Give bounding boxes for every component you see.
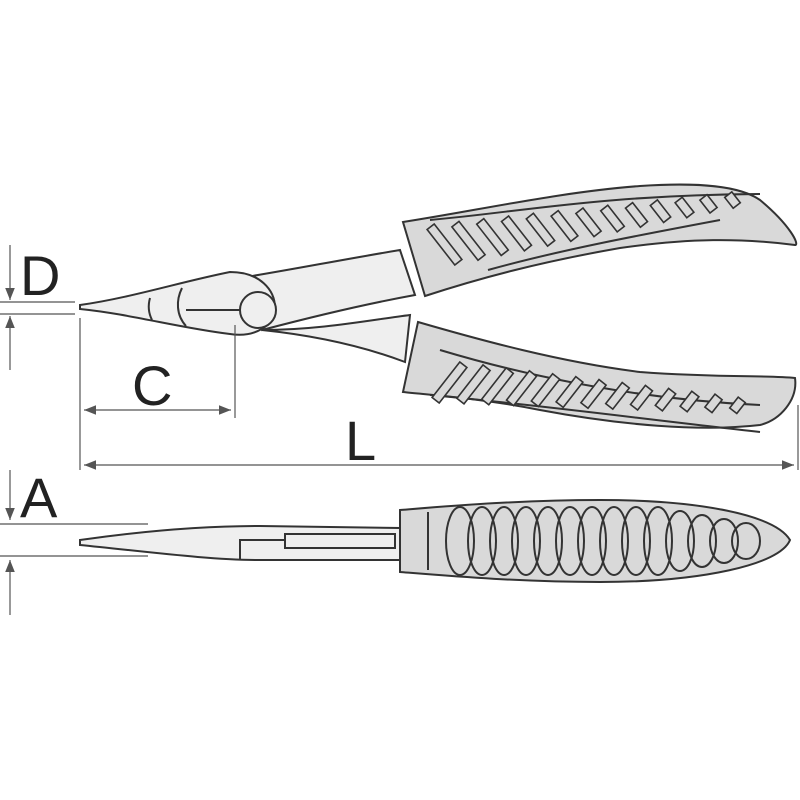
grip-rib bbox=[624, 201, 649, 229]
grip-rib bbox=[574, 206, 603, 238]
grip-rib bbox=[654, 387, 677, 413]
grip-rib bbox=[525, 212, 556, 248]
grip-rib bbox=[455, 363, 492, 405]
grip-rib bbox=[500, 214, 533, 252]
grip-ridge bbox=[709, 518, 739, 564]
grip-rib bbox=[450, 220, 487, 262]
grip-ridge bbox=[577, 506, 607, 576]
grip-rib bbox=[475, 217, 510, 257]
grip-rib bbox=[604, 381, 631, 411]
grip-rib bbox=[703, 393, 724, 414]
grip-rib bbox=[425, 222, 464, 267]
grip-ridge bbox=[687, 514, 717, 568]
grip-ridge bbox=[555, 506, 585, 576]
dimension-lines bbox=[0, 245, 799, 615]
grip-rib bbox=[430, 360, 469, 405]
lower-arm bbox=[261, 313, 412, 364]
grip-ridge bbox=[511, 506, 541, 576]
grip-ridge bbox=[445, 506, 475, 576]
grip-ridge bbox=[533, 506, 563, 576]
label-l: L bbox=[345, 409, 376, 472]
grip-rib bbox=[673, 196, 696, 219]
grip-rib bbox=[579, 378, 608, 410]
grip-ridge bbox=[731, 522, 761, 560]
grip-rib bbox=[549, 209, 580, 243]
spring bbox=[284, 533, 396, 549]
grip-rib bbox=[505, 369, 538, 407]
pivot-rivet bbox=[239, 291, 277, 329]
label-a: A bbox=[20, 466, 58, 529]
grip-rib bbox=[480, 366, 515, 406]
label-c: C bbox=[132, 354, 172, 417]
grip-rib bbox=[723, 190, 742, 210]
grip-rib bbox=[530, 372, 561, 408]
grip-ridge bbox=[489, 506, 519, 576]
grip-rib bbox=[554, 375, 585, 409]
grip-ridge bbox=[665, 510, 695, 572]
upper-arm bbox=[238, 248, 417, 332]
grip-rib bbox=[698, 193, 719, 215]
grip-rib bbox=[649, 198, 672, 224]
grip-ridge bbox=[467, 506, 497, 576]
grip-rib bbox=[599, 204, 626, 234]
grip-ridge bbox=[643, 506, 673, 576]
label-d: D bbox=[20, 244, 60, 307]
grip-rib bbox=[678, 390, 701, 413]
grip-rib bbox=[629, 384, 654, 412]
pliers-side-view bbox=[79, 183, 798, 433]
pliers-top-view bbox=[79, 498, 792, 584]
grip-rib bbox=[728, 395, 747, 415]
grip-ridge bbox=[599, 506, 629, 576]
grip-ridge bbox=[621, 506, 651, 576]
